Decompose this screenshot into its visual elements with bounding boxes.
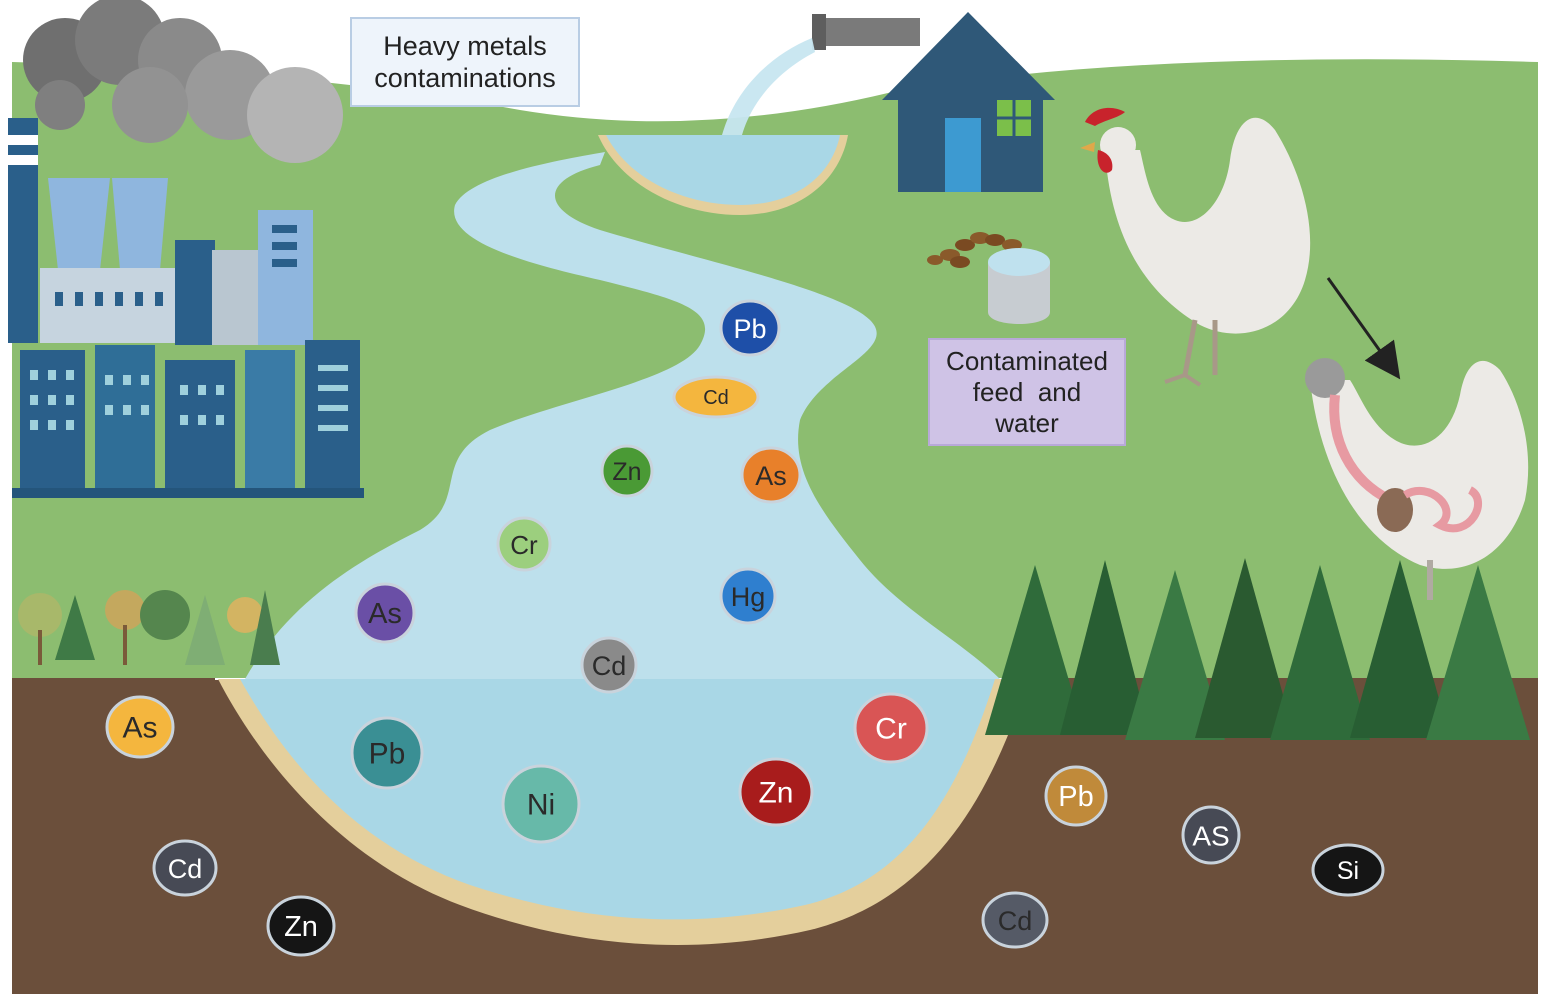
metal-circle xyxy=(853,692,929,764)
metal-circle xyxy=(1311,843,1385,897)
pine-tree-icon xyxy=(1125,570,1225,740)
metal-circle xyxy=(496,516,552,572)
smoke-icon xyxy=(23,0,343,163)
house-icon xyxy=(882,12,1055,192)
metal-circle xyxy=(600,444,654,498)
metal-marker-pb-pond: Pb xyxy=(350,716,424,790)
feed-line-1: Contaminated xyxy=(946,345,1108,376)
metal-label: Cr xyxy=(875,713,907,746)
metal-label: As xyxy=(755,461,787,491)
metal-label: Zn xyxy=(758,777,793,810)
pine-tree-icon xyxy=(1426,565,1530,740)
metal-label: Cr xyxy=(510,530,538,560)
pine-tree-icon xyxy=(985,565,1085,735)
pine-tree-icon xyxy=(1060,560,1150,735)
metal-marker-hg-river: Hg xyxy=(719,567,777,625)
feed-line-3: water xyxy=(995,407,1059,438)
metal-circle xyxy=(350,716,424,790)
metal-label: Ni xyxy=(527,789,555,822)
metal-label: Cd xyxy=(998,906,1033,936)
pine-tree-icon xyxy=(1270,565,1370,740)
metal-label: Si xyxy=(1337,857,1359,885)
title-line-1: Heavy metals xyxy=(383,31,547,61)
metal-marker-as-soil-left: As xyxy=(105,695,175,759)
metal-circle xyxy=(1044,765,1108,827)
hen-anatomy-icon xyxy=(1305,358,1529,600)
contaminated-feed-box: Contaminated feed and water xyxy=(928,338,1126,446)
heavy-metals-title-box: Heavy metals contaminations xyxy=(350,17,580,107)
source-pond-water xyxy=(606,135,840,205)
metal-marker-as-soil-right: AS xyxy=(1181,805,1241,865)
metal-marker-cd-river-mid: Cd xyxy=(580,636,638,694)
metal-marker-zn-soil: Zn xyxy=(266,895,336,957)
metal-marker-pb-river-top: Pb xyxy=(719,299,781,357)
metal-label: Cd xyxy=(703,387,729,409)
metal-circle xyxy=(719,567,777,625)
metal-marker-as-river-left: As xyxy=(354,582,416,644)
metal-label: Pb xyxy=(733,314,766,344)
metal-circle xyxy=(1181,805,1241,865)
metal-label: Zn xyxy=(284,911,318,943)
metal-marker-pb-soil-right: Pb xyxy=(1044,765,1108,827)
metal-label: AS xyxy=(1192,821,1229,852)
metal-marker-si-soil: Si xyxy=(1311,843,1385,897)
metal-marker-ni-pond: Ni xyxy=(501,764,581,844)
water-bowl-icon xyxy=(988,248,1050,324)
metal-circle xyxy=(580,636,638,694)
metal-label: Zn xyxy=(612,458,641,486)
metal-marker-cd-soil-left: Cd xyxy=(152,839,218,897)
metal-circle xyxy=(981,891,1049,949)
pine-tree-icon xyxy=(1350,560,1450,738)
pond-water xyxy=(240,679,995,920)
metal-circle xyxy=(152,839,218,897)
metal-circle xyxy=(738,757,814,827)
rooster-icon xyxy=(1080,107,1311,387)
metal-label: As xyxy=(122,712,157,745)
metal-label: Cd xyxy=(592,651,627,681)
metal-circle xyxy=(501,764,581,844)
metal-marker-cd-soil-right: Cd xyxy=(981,891,1049,949)
metal-circle xyxy=(719,299,781,357)
metal-label: Pb xyxy=(369,738,406,771)
metal-circle xyxy=(266,895,336,957)
metal-marker-as-river-right: As xyxy=(740,446,802,504)
feed-pellets-icon xyxy=(927,232,1022,268)
metal-label: Pb xyxy=(1058,781,1093,813)
metal-circle xyxy=(672,375,760,419)
metal-label: Hg xyxy=(731,582,766,612)
river xyxy=(245,152,1000,679)
factory-icon xyxy=(8,118,313,345)
metal-label: Cd xyxy=(168,854,203,884)
metal-marker-cr-pond: Cr xyxy=(853,692,929,764)
arrow-icon xyxy=(1326,277,1401,380)
mixed-tree-icon xyxy=(18,590,280,665)
metal-label: As xyxy=(368,598,402,630)
metal-marker-cr-river: Cr xyxy=(496,516,552,572)
metal-circle xyxy=(354,582,416,644)
pipe-icon xyxy=(812,14,920,50)
feed-line-2: feed and xyxy=(972,376,1082,407)
title-line-2: contaminations xyxy=(374,63,556,93)
metal-circle xyxy=(740,446,802,504)
metal-marker-zn-river: Zn xyxy=(600,444,654,498)
metal-marker-cd-river-top: Cd xyxy=(672,375,760,419)
city-icon xyxy=(12,340,364,498)
water-stream xyxy=(722,38,815,135)
metal-circle xyxy=(105,695,175,759)
pine-tree-icon xyxy=(1195,558,1295,738)
metal-marker-zn-pond: Zn xyxy=(738,757,814,827)
pine-forest xyxy=(985,558,1530,740)
